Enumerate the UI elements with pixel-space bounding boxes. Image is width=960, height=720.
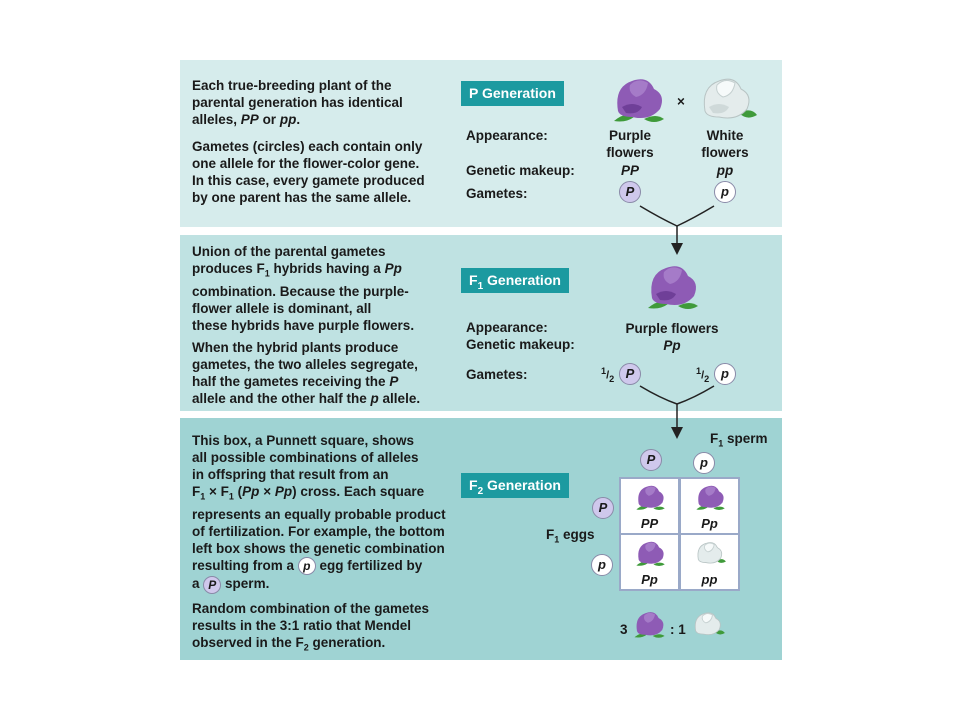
f1-appearance-label: Appearance: <box>466 320 548 335</box>
purple-genotype: PP <box>620 163 639 178</box>
f1-gametes-label: Gametes: <box>466 367 528 382</box>
gametes-label: Gametes: <box>466 186 528 201</box>
appearance-label: Appearance: <box>466 128 548 143</box>
f1-gamete-recessive: p <box>714 363 736 385</box>
egg-gamete-recessive: p <box>591 554 613 576</box>
genetic-makeup-label: Genetic makeup: <box>466 163 575 178</box>
p-generation-panel: Each true-breeding plant of the parental… <box>180 60 782 227</box>
white-flower-icon <box>694 612 725 636</box>
punnett-cell-pp-dominant: PP <box>621 479 678 533</box>
purple-appearance: Purple flowers <box>606 128 654 160</box>
sperm-gamete-recessive: p <box>693 452 715 474</box>
half-fraction-dom: 1/2 <box>601 366 615 384</box>
purple-flower-icon <box>634 612 665 638</box>
p-gen-text-1: Each true-breeding plant of the parental… <box>192 78 403 127</box>
ratio-dominant-count: 3 <box>620 622 628 637</box>
inline-egg-gamete: p <box>297 557 316 576</box>
f1-generation-label: F1 Generation <box>461 268 569 293</box>
white-parent-gamete: p <box>714 181 736 203</box>
purple-parent-gamete: P <box>619 181 641 203</box>
p-gamete-merge-line <box>639 205 715 227</box>
purple-flower-icon <box>614 79 664 122</box>
f2-generation-panel: This box, a Punnett square, shows all po… <box>180 418 782 660</box>
white-flower-icon <box>703 78 757 119</box>
f2-generation-label: F2 Generation <box>461 473 569 498</box>
f1-generation-panel: Union of the parental gametes produces F… <box>180 235 782 411</box>
inline-sperm-gamete: P <box>203 575 222 594</box>
cross-symbol: × <box>677 94 685 109</box>
f1-gen-text-1: Union of the parental gametes produces F… <box>192 244 415 333</box>
sperm-gamete-dominant: P <box>640 449 662 471</box>
f1-genetic-makeup-label: Genetic makeup: <box>466 337 575 352</box>
white-genotype: pp <box>716 163 734 178</box>
f1-gamete-split-line <box>639 385 715 405</box>
punnett-cell-pp-hetero-top: Pp <box>681 479 738 533</box>
f2-gen-text-1: This box, a Punnett square, shows all po… <box>192 433 446 594</box>
ratio-recessive-count: : 1 <box>670 622 686 637</box>
f1-sperm-label: F1 sperm <box>710 431 768 449</box>
f1-gamete-dominant: P <box>619 363 641 385</box>
purple-flower-icon <box>696 485 725 511</box>
purple-flower-icon <box>636 485 665 511</box>
f2-gen-text-2: Random combination of the gametes result… <box>192 601 430 653</box>
white-flower-icon <box>697 542 726 564</box>
f1-appearance-value: Purple flowers <box>625 321 719 336</box>
f1-gen-text-2: When the hybrid plants produce gametes, … <box>192 340 421 406</box>
purple-flower-icon <box>636 541 665 567</box>
punnett-square: PP Pp Pp pp <box>619 477 740 591</box>
white-appearance: White flowers <box>701 128 749 160</box>
half-fraction-rec: 1/2 <box>696 366 710 384</box>
f1-purple-flower-icon <box>648 266 698 309</box>
p-generation-label: P Generation <box>461 81 564 106</box>
f1-eggs-label: F1 eggs <box>546 527 595 545</box>
punnett-cell-pp-recessive: pp <box>681 535 738 589</box>
p-gen-text-2: Gametes (circles) each contain only one … <box>192 139 425 205</box>
punnett-cell-pp-hetero-bottom: Pp <box>621 535 678 589</box>
f1-genotype-value: Pp <box>663 338 681 353</box>
egg-gamete-dominant: P <box>592 497 614 519</box>
